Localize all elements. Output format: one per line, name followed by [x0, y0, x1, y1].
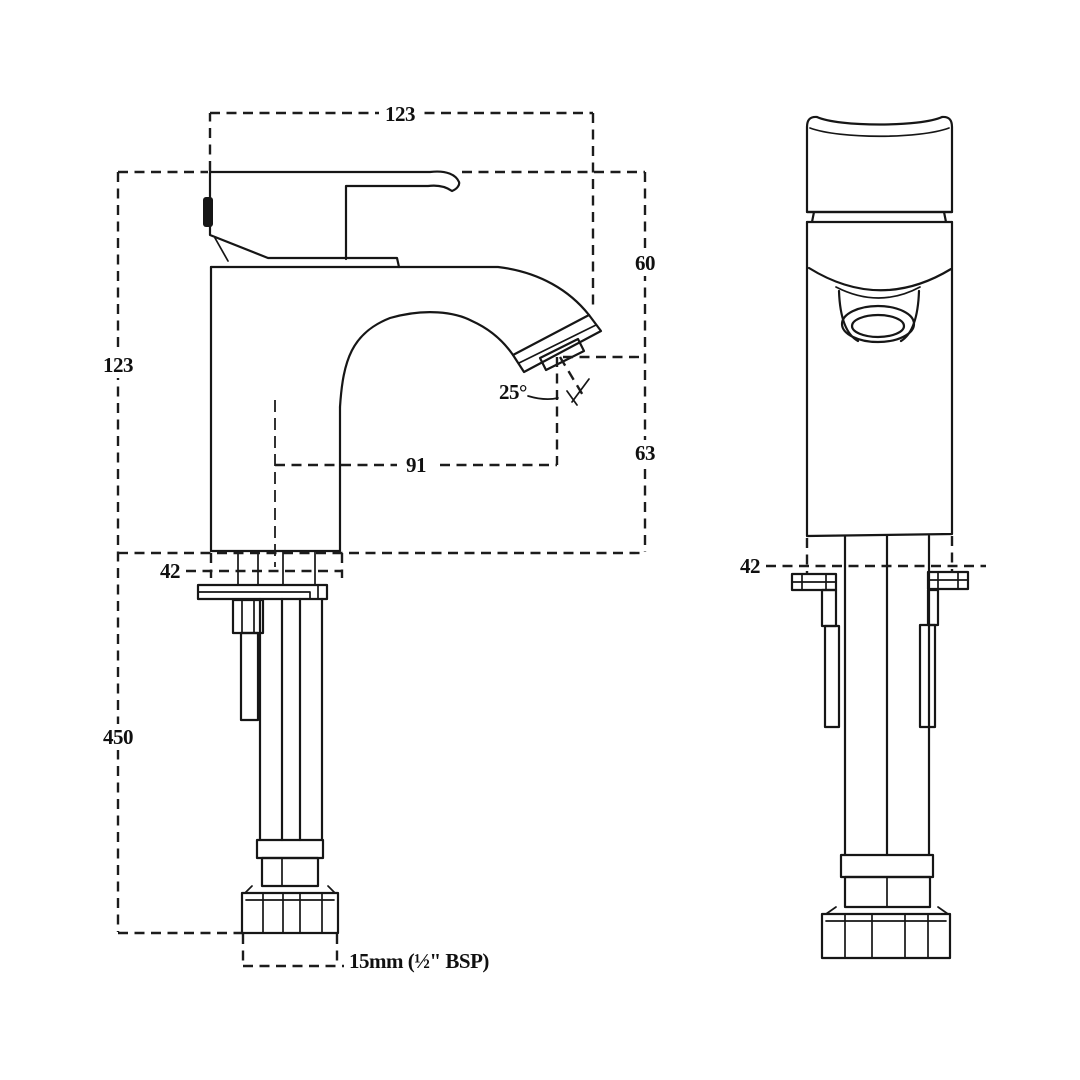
- label-top-to-outlet: 60: [635, 251, 655, 275]
- label-outlet-to-base: 63: [635, 441, 655, 465]
- shank-lines: [237, 551, 316, 586]
- angle-tick-marks: [566, 378, 590, 406]
- side-handle-joint: [805, 210, 954, 224]
- label-body-height: 123: [103, 353, 133, 377]
- angle-leader-line: [527, 395, 559, 400]
- side-connector-nut: [820, 912, 952, 960]
- side-handle-top-inner-curve: [809, 127, 950, 138]
- side-aerator-ring-inner: [850, 313, 906, 339]
- body-top-and-spout-outer-curve: [209, 265, 591, 317]
- connector-nut: [240, 891, 340, 935]
- label-base-width-front: 42: [160, 559, 180, 583]
- side-bolt-right-rod: [918, 623, 937, 729]
- side-view-tap: [790, 115, 970, 960]
- side-ext-lines-base-depth: [805, 536, 954, 573]
- side-spout-second-curve: [835, 286, 921, 299]
- side-flange-left-detail: [791, 573, 837, 591]
- side-handle-outline: [805, 115, 954, 214]
- side-tail-collar: [839, 853, 935, 879]
- ext-lines-base-width: [209, 553, 344, 578]
- label-thread-size: 15mm (½" BSP): [349, 949, 489, 973]
- handle-skirt-inner-line: [214, 237, 229, 262]
- spout-inner-curve: [338, 311, 515, 409]
- aerator-outlet: [538, 337, 586, 372]
- fixing-bolt-facets: [241, 599, 255, 634]
- side-bolt-left-rod: [823, 624, 841, 729]
- ext-lines-thread: [241, 934, 339, 966]
- tail-pipe-neck: [260, 856, 320, 888]
- tail-pipe-collar: [255, 838, 325, 860]
- spout-nozzle-inner-line: [518, 324, 597, 364]
- nut-bevels: [244, 885, 336, 894]
- side-body-sides: [805, 220, 954, 538]
- fixing-bolt-rod: [239, 631, 260, 722]
- side-nut-bevels: [825, 906, 949, 915]
- connector-nut-facets: [245, 892, 335, 934]
- label-tail-length: 450: [103, 725, 133, 749]
- side-connector-nut-facets: [825, 913, 947, 959]
- handle-side-button: [203, 197, 213, 227]
- side-aerator-ring-outer: [840, 304, 916, 344]
- handle-lever-outline: [208, 170, 461, 261]
- side-bolt-left-head: [820, 588, 838, 628]
- side-flange-right-detail: [927, 571, 969, 590]
- side-spout-chin-curve: [807, 266, 953, 292]
- spout-nozzle: [511, 313, 603, 374]
- fixing-bolt-head: [231, 598, 265, 635]
- front-view-dimensions: 123 123 450 60 63 91 42 25°: [96, 101, 661, 973]
- front-view-tap: [196, 170, 603, 935]
- side-tail-pipe-lines: [843, 534, 931, 857]
- mounting-flange-detail: [197, 584, 319, 600]
- label-overall-width: 123: [385, 102, 415, 126]
- label-spout-reach: 91: [406, 453, 426, 477]
- side-view-dimensions: 42: [740, 536, 986, 578]
- label-outlet-angle: 25°: [499, 380, 527, 404]
- label-base-width-side: 42: [740, 554, 760, 578]
- tail-pipe-lines: [258, 597, 324, 842]
